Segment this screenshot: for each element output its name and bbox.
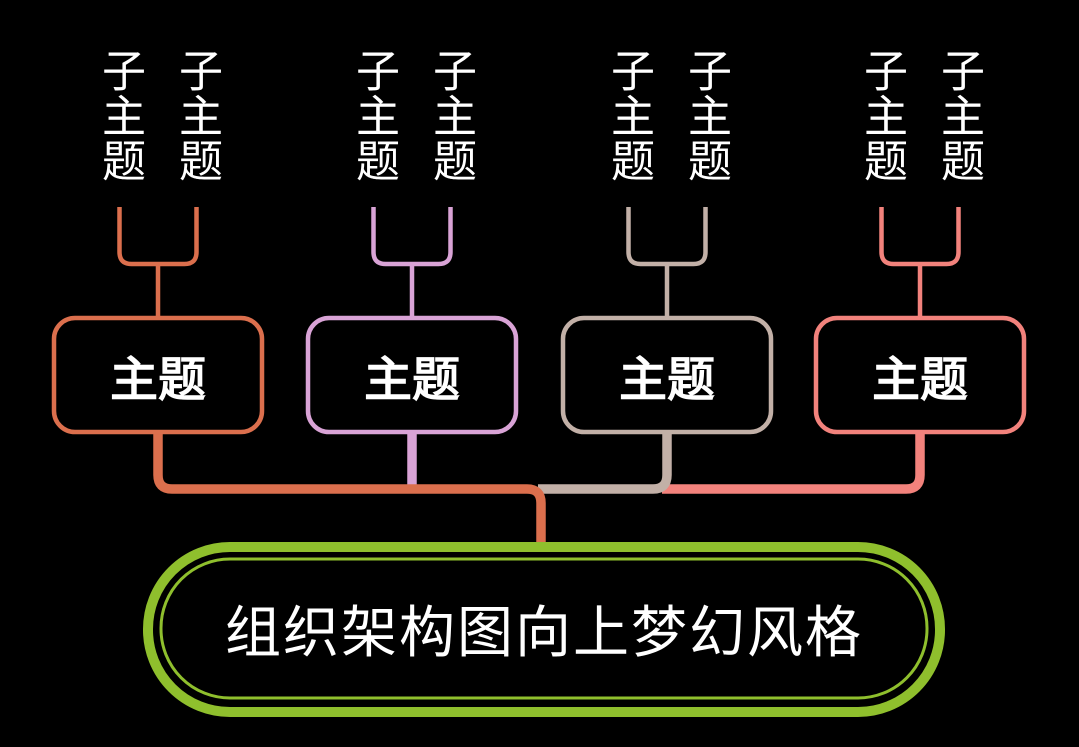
subtopic-node-3-2[interactable]: 子主题 — [681, 48, 730, 183]
root-outline-inner — [159, 557, 929, 700]
branch-connector-1 — [153, 430, 546, 549]
subtopic-bracket-3 — [626, 207, 708, 319]
branch-connector-3 — [538, 430, 672, 494]
subtopic-bracket-4 — [879, 207, 961, 319]
branch-connector-4 — [662, 430, 925, 494]
subtopic-bracket-2 — [371, 207, 453, 319]
subtopic-node-4-2[interactable]: 子主题 — [934, 48, 983, 183]
root-outline-outer — [143, 542, 945, 717]
subtopic-node-1-2[interactable]: 子主题 — [172, 48, 221, 183]
topic-node-4[interactable]: 主题 — [871, 354, 968, 407]
subtopic-node-2-2[interactable]: 子主题 — [426, 48, 475, 183]
subtopic-node-2-1[interactable]: 子主题 — [349, 48, 398, 183]
topic-box-1 — [51, 315, 265, 435]
topic-box-3 — [560, 315, 774, 435]
topic-box-4 — [813, 315, 1027, 435]
subtopic-node-4-1[interactable]: 子主题 — [857, 48, 906, 183]
subtopic-node-1-1[interactable]: 子主题 — [95, 48, 144, 183]
topic-node-1[interactable]: 主题 — [109, 354, 206, 407]
topic-box-2 — [305, 315, 519, 435]
topic-node-3[interactable]: 主题 — [618, 354, 715, 407]
root-node[interactable]: 组织架构图向上梦幻风格 — [225, 601, 863, 664]
subtopic-node-3-1[interactable]: 子主题 — [604, 48, 653, 183]
topic-node-2[interactable]: 主题 — [363, 354, 460, 407]
subtopic-bracket-1 — [117, 207, 199, 319]
